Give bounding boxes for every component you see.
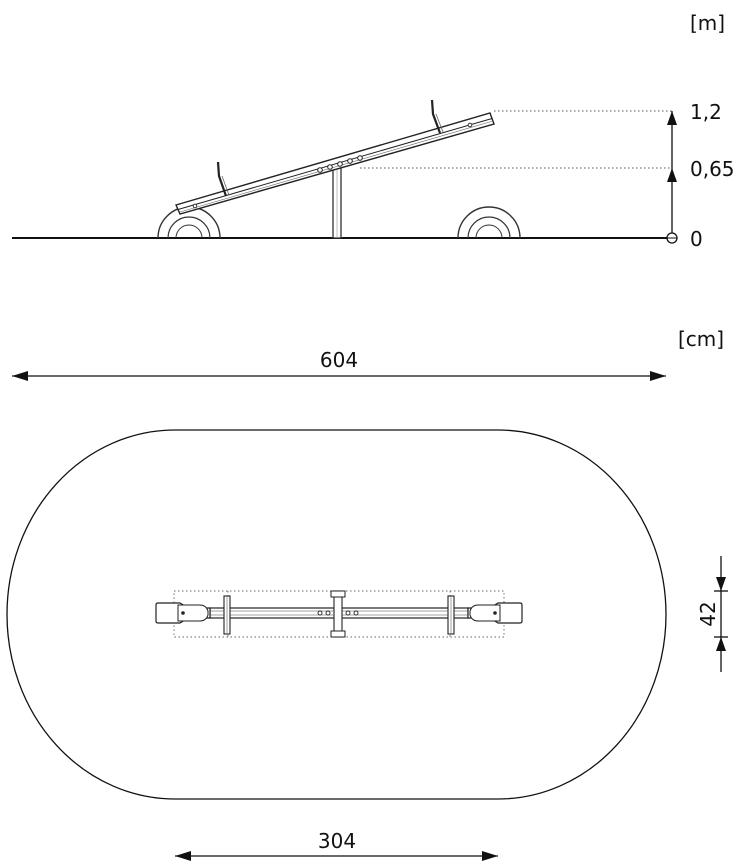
- seesaw-beam: [175, 112, 495, 215]
- width-label: 42: [696, 601, 720, 626]
- left-handle-bar: [223, 595, 231, 635]
- safety-zone-outline: [6, 429, 667, 800]
- inner-length-label: 304: [318, 829, 356, 853]
- right-handle: [430, 99, 444, 134]
- plan-view: [cm] 604: [6, 327, 728, 861]
- seesaw-plan: [155, 590, 523, 638]
- plan-unit-label: [cm]: [678, 327, 724, 351]
- height-label-0: 0: [690, 227, 703, 251]
- center-post: [332, 164, 342, 239]
- height-dimension: [666, 111, 678, 244]
- inner-length-dimension: [175, 851, 498, 861]
- elevation-unit-label: [m]: [690, 11, 725, 35]
- center-pivot: [317, 590, 359, 638]
- height-label-0-65: 0,65: [690, 157, 735, 181]
- right-handle-bar: [447, 595, 455, 635]
- width-dimension: [714, 556, 728, 672]
- height-label-1-2: 1,2: [690, 100, 722, 124]
- left-handle: [216, 161, 230, 197]
- elevation-view: [m]: [12, 11, 735, 251]
- overall-length-dimension: [12, 371, 666, 381]
- right-seat: [467, 602, 523, 624]
- left-seat: [155, 602, 211, 624]
- overall-length-label: 604: [320, 348, 358, 372]
- right-tire: [457, 206, 521, 239]
